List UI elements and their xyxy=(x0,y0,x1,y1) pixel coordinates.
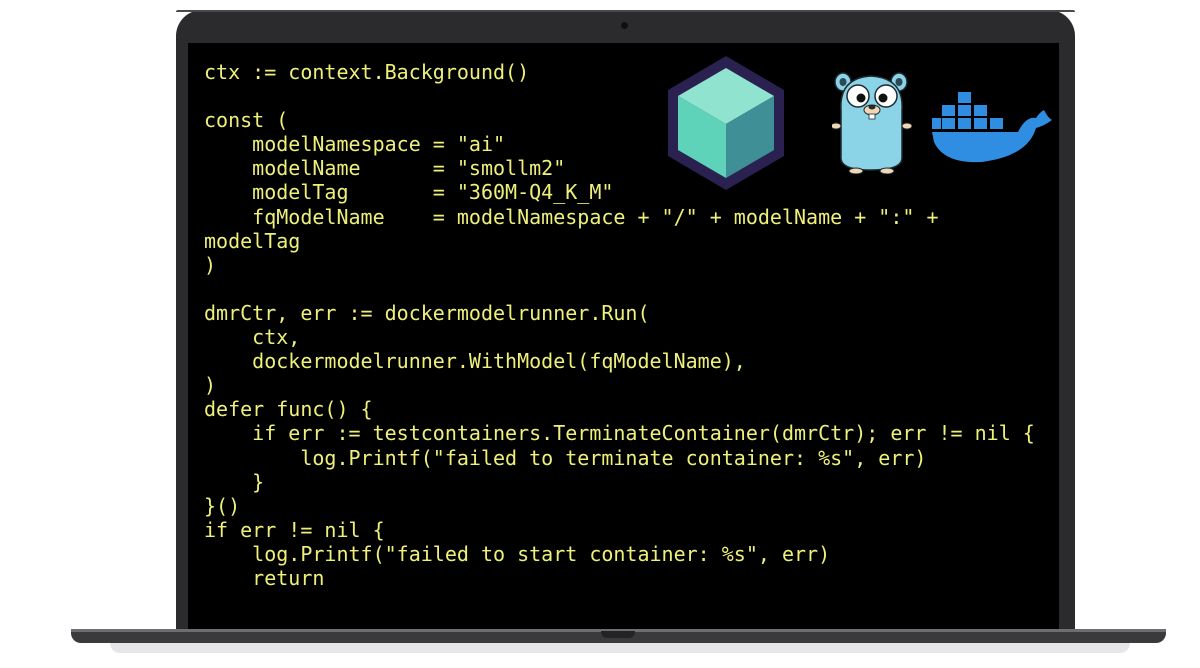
code-line xyxy=(204,277,1035,301)
code-line: log.Printf("failed to terminate containe… xyxy=(204,445,927,470)
base-notch xyxy=(601,631,635,638)
code-line: } xyxy=(204,469,265,494)
code-line: const ( xyxy=(204,108,289,133)
code-line: log.Printf("failed to start container: %… xyxy=(204,541,831,566)
code-line: }() xyxy=(204,493,241,518)
code-line: dmrCtr, err := dockermodelrunner.Run( xyxy=(204,300,650,325)
code-line: ctx, xyxy=(204,325,301,350)
base-shadow xyxy=(110,643,1130,653)
code-line: dockermodelrunner.WithModel(fqModelName)… xyxy=(204,349,746,374)
code-line: if err := testcontainers.TerminateContai… xyxy=(204,421,1035,446)
code-line: ) xyxy=(204,373,217,398)
go-gopher-icon xyxy=(832,72,912,174)
base-highlight xyxy=(71,629,1166,632)
bezel-highlight xyxy=(176,10,1075,12)
laptop-screen: ctx := context.Background() const ( model… xyxy=(188,43,1059,633)
code-line: ctx := context.Background() xyxy=(204,60,530,84)
code-line: ) xyxy=(204,252,217,277)
code-line: fqModelName = modelNamespace + "/" + mod… xyxy=(204,204,939,229)
code-block: ctx := context.Background() const ( model… xyxy=(204,60,1035,590)
code-line: modelTag = "360M-Q4_K_M" xyxy=(204,180,614,205)
code-line: modelTag xyxy=(204,228,301,253)
code-line: defer func() { xyxy=(204,397,373,422)
testcontainers-cube-icon xyxy=(668,56,784,190)
laptop-base xyxy=(71,629,1166,643)
code-line: modelNamespace = "ai" xyxy=(204,132,506,157)
code-line: modelName = "smollm2" xyxy=(204,156,566,181)
docker-whale-icon xyxy=(932,92,1052,163)
code-line: return xyxy=(204,565,325,590)
camera-dot xyxy=(621,22,628,29)
code-line: if err != nil { xyxy=(204,517,385,542)
